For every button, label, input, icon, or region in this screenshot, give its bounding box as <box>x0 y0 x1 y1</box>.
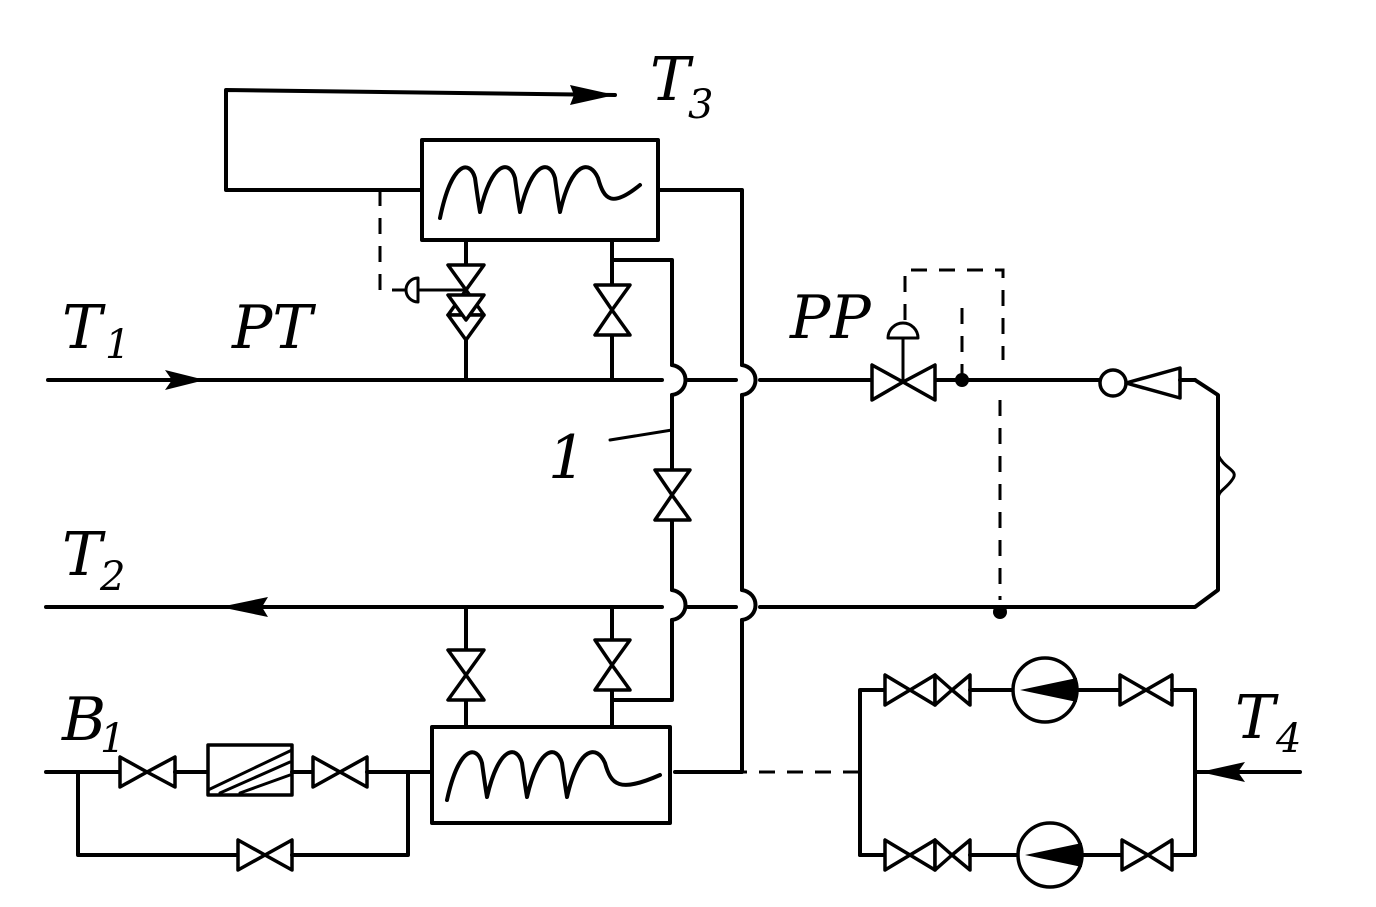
svg-text:2: 2 <box>99 554 125 600</box>
ejector-icon <box>1098 366 1197 400</box>
label-t2: T 2 <box>62 520 125 600</box>
upper-heat-exchanger <box>420 138 660 242</box>
supply-pipe-t1 <box>46 370 1102 390</box>
svg-text:3: 3 <box>688 82 713 128</box>
lower-heat-exchanger <box>430 725 672 825</box>
svg-text:T: T <box>62 520 106 590</box>
svg-text:1: 1 <box>105 322 130 368</box>
bypass-valve-icon <box>653 468 692 522</box>
label-b1: B 1 <box>61 685 125 762</box>
label-t1: T 1 <box>62 293 130 368</box>
lower-right-branch-valve-icon <box>593 605 632 729</box>
cold-water-inlet-b1 <box>44 743 434 872</box>
label-t3: T 3 <box>650 45 713 128</box>
label-pt: PT <box>231 293 316 363</box>
t3-loop <box>224 85 617 192</box>
svg-text:1: 1 <box>100 716 125 762</box>
svg-text:T: T <box>1235 683 1279 753</box>
svg-text:T: T <box>62 293 106 363</box>
svg-text:4: 4 <box>1275 716 1301 762</box>
label-callout-1: 1 <box>548 423 586 493</box>
upper-right-branch-valve-icon <box>593 238 632 382</box>
pressure-regulator-icon <box>870 268 1007 619</box>
label-pp: PP <box>789 283 872 353</box>
lower-left-branch-valve-icon <box>446 605 486 729</box>
svg-text:B: B <box>61 685 106 755</box>
return-pipe-t2 <box>44 378 1236 617</box>
svg-text:T: T <box>650 45 694 115</box>
pump-station-t4 <box>858 656 1302 889</box>
upper-left-branch <box>378 190 486 382</box>
label-t4: T 4 <box>1235 683 1301 762</box>
